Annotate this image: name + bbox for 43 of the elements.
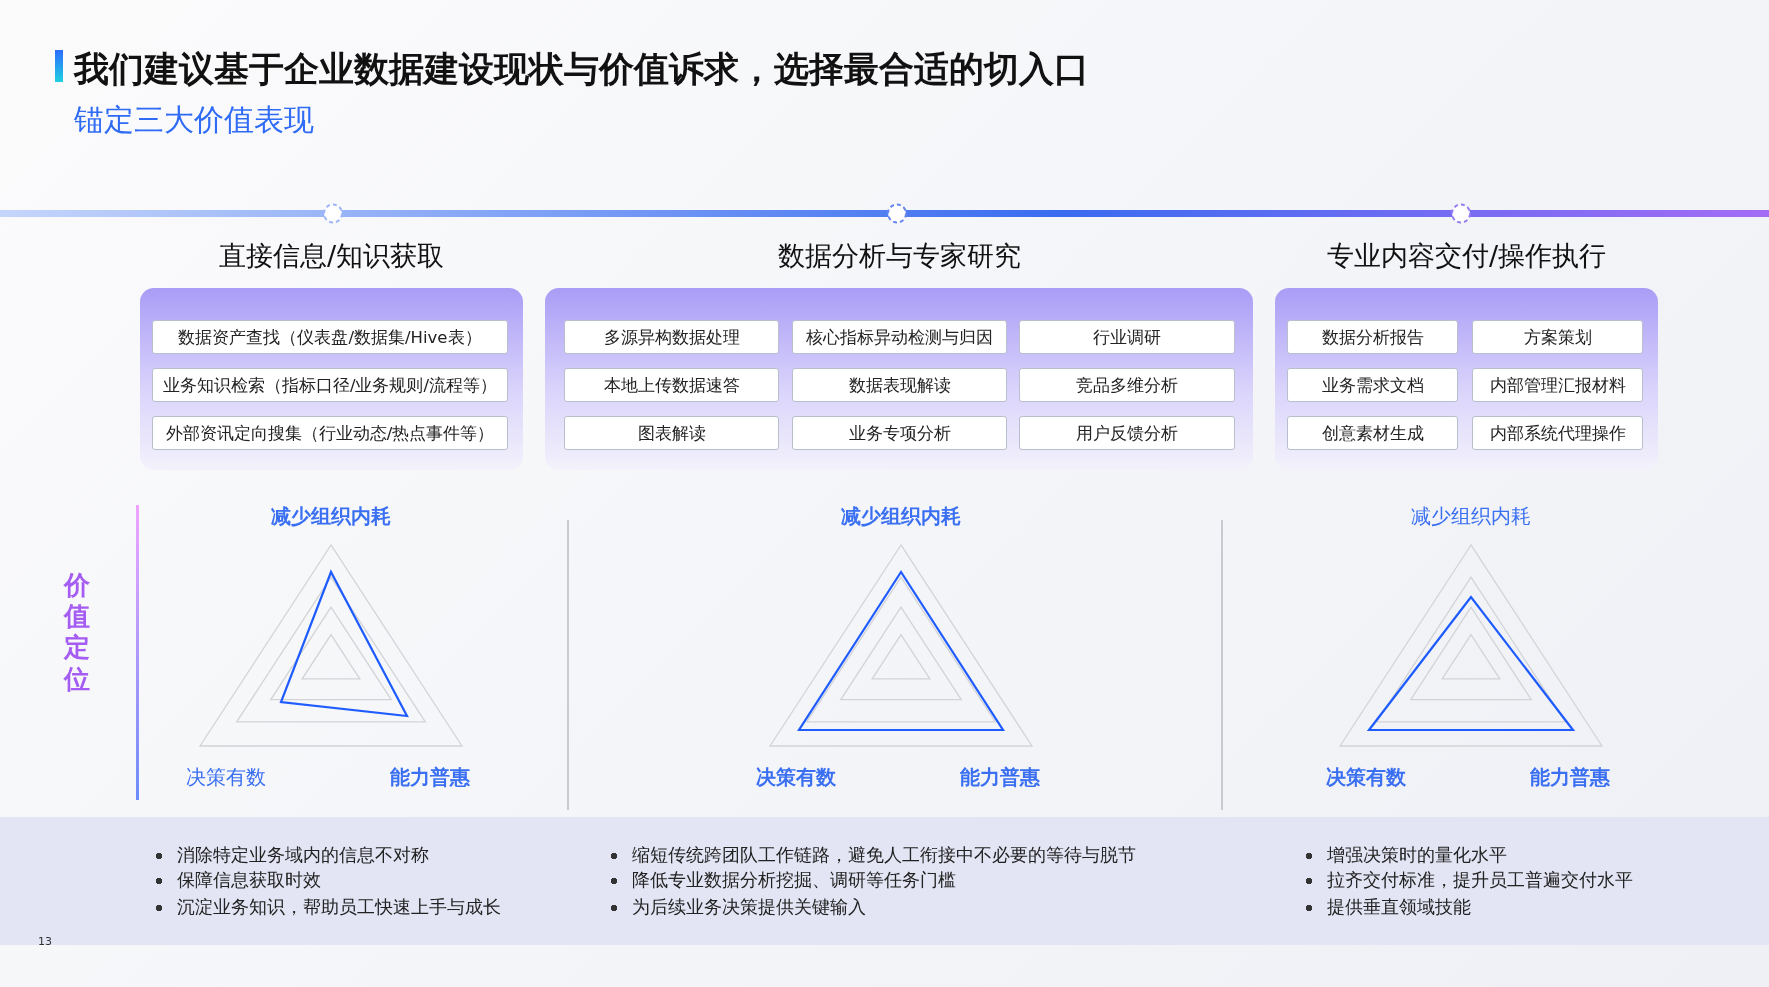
capability-tag: 本地上传数据速答 — [564, 368, 779, 402]
bullet-text: 拉齐交付标准，提升员工普遍交付水平 — [1305, 868, 1633, 892]
subtitle: 锚定三大价值表现 — [74, 101, 314, 139]
capability-tag: 用户反馈分析 — [1019, 416, 1235, 450]
page-number: 13 — [38, 935, 52, 948]
capability-tag: 业务专项分析 — [792, 416, 1007, 450]
capability-tag: 行业调研 — [1019, 320, 1235, 354]
bullet-text: 消除特定业务域内的信息不对称 — [155, 843, 429, 867]
axis-label: 决策有数 — [756, 764, 836, 791]
axis-label: 减少组织内耗 — [1411, 503, 1531, 530]
capability-tag: 内部系统代理操作 — [1472, 416, 1643, 450]
slide-title: 我们建议基于企业数据建设现状与价值诉求，选择最合适的切入口 — [74, 48, 1089, 91]
capability-tag: 多源异构数据处理 — [564, 320, 779, 354]
axis-label: 决策有数 — [186, 764, 266, 791]
capability-tag: 创意素材生成 — [1287, 416, 1458, 450]
capability-tag: 数据资产查找（仪表盘/数据集/Hive表） — [152, 320, 508, 354]
bullet-text: 为后续业务决策提供关键输入 — [610, 895, 866, 919]
capability-tag: 图表解读 — [564, 416, 779, 450]
capability-tag: 数据表现解读 — [792, 368, 1007, 402]
capability-tag: 业务需求文档 — [1287, 368, 1458, 402]
axis-label: 减少组织内耗 — [841, 503, 961, 530]
panel-heading: 专业内容交付/操作执行 — [1325, 239, 1608, 273]
bullet-text: 保障信息获取时效 — [155, 868, 321, 892]
capability-tag: 外部资讯定向搜集（行业动态/热点事件等） — [152, 416, 508, 450]
panel-heading: 直接信息/知识获取 — [217, 239, 446, 273]
bullet-text: 增强决策时的量化水平 — [1305, 843, 1507, 867]
capability-tag: 内部管理汇报材料 — [1472, 368, 1643, 402]
capability-tag: 核心指标异动检测与归因 — [792, 320, 1007, 354]
vertical-label: 价值定位 — [64, 570, 91, 695]
bullet-text: 沉淀业务知识，帮助员工快速上手与成长 — [155, 895, 501, 919]
axis-label: 能力普惠 — [960, 764, 1040, 791]
axis-label: 能力普惠 — [390, 764, 470, 791]
bullet-text: 降低专业数据分析挖掘、调研等任务门槛 — [610, 868, 956, 892]
axis-label: 能力普惠 — [1530, 764, 1610, 791]
capability-tag: 数据分析报告 — [1287, 320, 1458, 354]
bullet-text: 提供垂直领域技能 — [1305, 895, 1471, 919]
axis-label: 决策有数 — [1326, 764, 1406, 791]
capability-tag: 竞品多维分析 — [1019, 368, 1235, 402]
capability-tag: 业务知识检索（指标口径/业务规则/流程等） — [152, 368, 508, 402]
axis-label: 减少组织内耗 — [271, 503, 391, 530]
panel-heading: 数据分析与专家研究 — [776, 239, 1022, 273]
capability-tag: 方案策划 — [1472, 320, 1643, 354]
bullet-text: 缩短传统跨团队工作链路，避免人工衔接中不必要的等待与脱节 — [610, 843, 1136, 867]
